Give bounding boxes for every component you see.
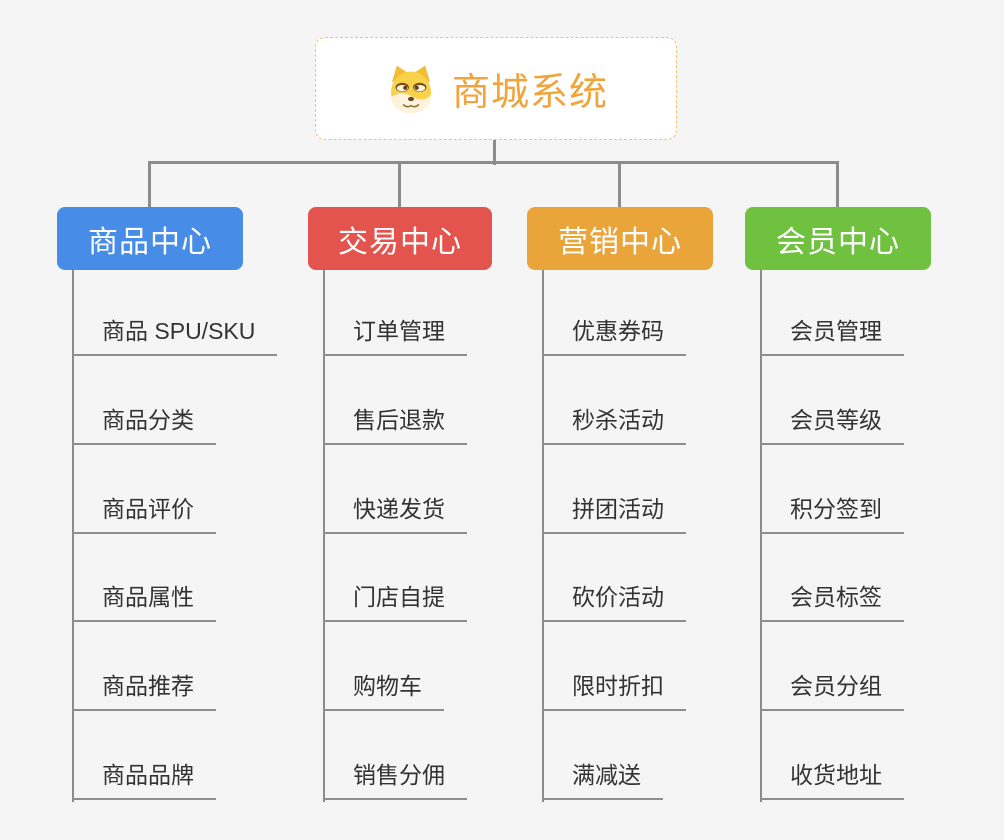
branch-spine-line — [323, 270, 325, 802]
child-topic[interactable]: 订单管理 — [323, 317, 467, 356]
child-topic[interactable]: 限时折扣 — [542, 672, 686, 711]
branch-node[interactable]: 交易中心 — [308, 207, 492, 270]
child-topic[interactable]: 会员标签 — [760, 583, 904, 622]
child-topic[interactable]: 优惠券码 — [542, 317, 686, 356]
child-topic[interactable]: 门店自提 — [323, 583, 467, 622]
branch-member-center: 会员中心 会员管理会员等级积分签到会员标签会员分组收货地址 — [745, 207, 985, 807]
child-topic[interactable]: 会员等级 — [760, 406, 904, 445]
child-topic[interactable]: 拼团活动 — [542, 495, 686, 534]
doge-dog-icon — [390, 65, 431, 113]
root-title: 商城系统 — [451, 72, 608, 114]
child-topic[interactable]: 商品 SPU/SKU — [72, 317, 278, 356]
connector-branch-stub — [836, 161, 839, 209]
child-topic[interactable]: 会员分组 — [760, 672, 904, 711]
branch-product-center: 商品中心 商品 SPU/SKU 商品分类商品评价商品属性商品推荐商品品牌 — [57, 207, 297, 807]
branch-trade-center: 交易中心 订单管理售后退款快递发货门店自提购物车销售分佣 — [308, 207, 548, 807]
child-topic[interactable]: 商品属性 — [72, 583, 216, 622]
child-topic[interactable]: 商品推荐 — [72, 672, 216, 711]
connector-branch-stub — [398, 161, 401, 209]
child-topic[interactable]: 秒杀活动 — [542, 406, 686, 445]
branch-node[interactable]: 营销中心 — [527, 207, 713, 270]
branch-node[interactable]: 会员中心 — [745, 207, 931, 270]
connector-branch-stub — [618, 161, 621, 209]
child-topic[interactable]: 积分签到 — [760, 495, 904, 534]
child-topic[interactable]: 售后退款 — [323, 406, 467, 445]
child-topic[interactable]: 快递发货 — [323, 495, 467, 534]
branch-node[interactable]: 商品中心 — [57, 207, 243, 270]
connector-root-stub — [493, 139, 496, 165]
child-topic[interactable]: 会员管理 — [760, 317, 904, 356]
branch-spine-line — [760, 270, 762, 802]
child-topic[interactable]: 满减送 — [542, 761, 663, 800]
connector-branch-stub — [148, 161, 151, 209]
child-topic[interactable]: 商品评价 — [72, 495, 216, 534]
connector-horizontal-spine — [148, 161, 839, 164]
child-topic[interactable]: 商品分类 — [72, 406, 216, 445]
child-topic[interactable]: 购物车 — [323, 672, 444, 711]
branch-spine-line — [542, 270, 544, 802]
child-topic[interactable]: 收货地址 — [760, 761, 904, 800]
child-topic[interactable]: 商品品牌 — [72, 761, 216, 800]
child-topic[interactable]: 销售分佣 — [323, 761, 467, 800]
child-topic[interactable]: 砍价活动 — [542, 583, 686, 622]
root-node[interactable]: 商城系统 — [315, 37, 677, 140]
branch-marketing-center: 营销中心 优惠券码秒杀活动拼团活动砍价活动限时折扣满减送 — [527, 207, 767, 807]
branch-spine-line — [72, 270, 74, 802]
